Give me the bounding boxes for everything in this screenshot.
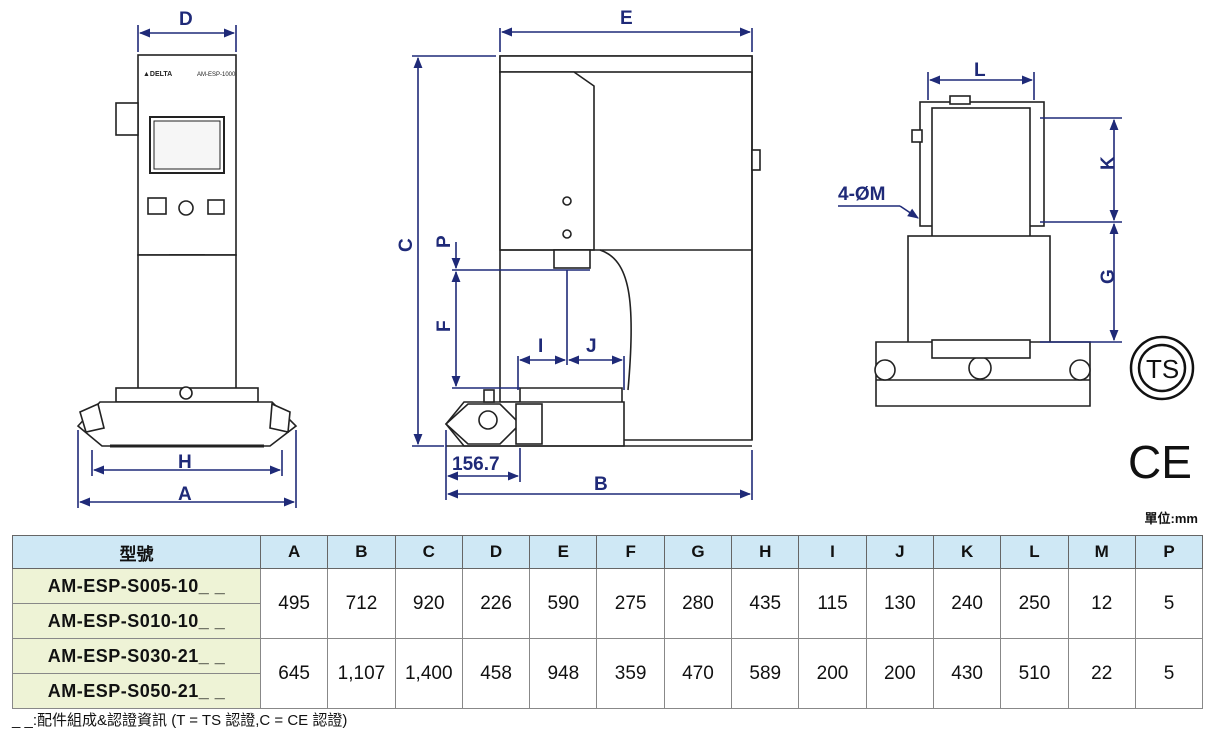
ts-mark [1129,335,1195,401]
front-dimensions [77,25,297,508]
header-f: F [596,535,665,569]
value-cell: 12 [1067,568,1136,639]
value-cell: 430 [932,638,1002,709]
table-row: AM-ESP-S030-21_ _ 645 1,107 1,400 458 94… [12,638,1204,709]
value-cell: 470 [663,638,733,709]
dim-label-i: I [538,336,543,357]
rear-view [874,95,1091,407]
ce-mark: CE [1128,436,1192,488]
table-row: AM-ESP-S005-10_ _ 495 712 920 226 590 27… [12,568,1204,639]
dim-label-d: D [179,9,193,30]
header-a: A [259,535,329,569]
dim-label-f: F [434,320,455,332]
header-d: D [461,535,531,569]
value-cell: 22 [1067,638,1136,709]
value-cell: 589 [731,638,800,709]
header-k: K [932,535,1002,569]
header-model: 型號 [12,535,261,569]
value-cell: 359 [596,638,665,709]
dim-label-m: 4-ØM [838,184,886,205]
header-l: L [1000,535,1069,569]
value-cell: 200 [798,638,867,709]
table-row: AM-ESP-S010-10_ _ [12,603,1203,639]
value-cell: 712 [327,568,396,639]
value-cell: 435 [731,568,800,639]
value-cell: 280 [663,568,733,639]
value-cell: 948 [529,638,598,709]
header-j: J [865,535,934,569]
value-cell: 275 [596,568,665,639]
value-cell: 495 [259,568,329,639]
dim-label-l: L [974,60,986,81]
dim-label-156: 156.7 [452,454,500,475]
ts-mark-text: TS [1146,354,1179,384]
value-cell: 240 [932,568,1002,639]
header-h: H [731,535,800,569]
front-view [76,54,298,448]
value-cell: 115 [798,568,867,639]
header-i: I [798,535,867,569]
dim-label-a: A [178,484,192,505]
model-cell: AM-ESP-S010-10_ _ [12,603,261,639]
dim-label-p: P [434,235,455,248]
front-panel-brand: ▲DELTA [143,71,172,78]
value-cell: 645 [259,638,329,709]
technical-drawing: ▲DELTA AM-ESP-1000 D H A [76,8,1195,508]
dim-label-j: J [586,336,597,357]
spec-table: 型號 A B C D E F G H I J K L M P AM-ESP-S0… [12,535,1204,709]
dim-label-c: C [396,238,417,252]
dim-label-b: B [594,474,608,495]
model-cell: AM-ESP-S005-10_ _ [12,568,261,604]
side-view [444,55,761,447]
footnote: _ _:配件組成&認證資訊 (T = TS 認證,C = CE 認證) [12,712,348,729]
value-cell: 200 [865,638,934,709]
model-cell: AM-ESP-S030-21_ _ [12,638,261,674]
header-c: C [394,535,463,569]
side-dimensions [412,27,753,500]
front-panel-model: AM-ESP-1000 [197,72,236,78]
value-cell: 130 [865,568,934,639]
table-header-row: 型號 A B C D E F G H I J K L M P [12,535,1204,569]
header-e: E [529,535,598,569]
dim-label-e: E [620,8,633,29]
dim-label-k: K [1098,156,1119,170]
dim-label-h: H [178,452,192,473]
value-cell: 250 [1000,568,1069,639]
rear-dimensions [838,72,1122,343]
header-b: B [327,535,396,569]
value-cell: 5 [1134,568,1204,639]
model-cell: AM-ESP-S050-21_ _ [12,673,261,709]
value-cell: 510 [1000,638,1069,709]
table-row: AM-ESP-S050-21_ _ [12,673,1203,709]
value-cell: 590 [529,568,598,639]
unit-note: 單位:mm [1144,511,1198,526]
header-g: G [663,535,733,569]
value-cell: 226 [461,568,531,639]
dim-label-g: G [1098,269,1119,284]
header-p: P [1134,535,1204,569]
value-cell: 458 [461,638,531,709]
value-cell: 5 [1134,638,1204,709]
value-cell: 920 [394,568,463,639]
header-m: M [1067,535,1136,569]
value-cell: 1,107 [327,638,396,709]
value-cell: 1,400 [394,638,463,709]
